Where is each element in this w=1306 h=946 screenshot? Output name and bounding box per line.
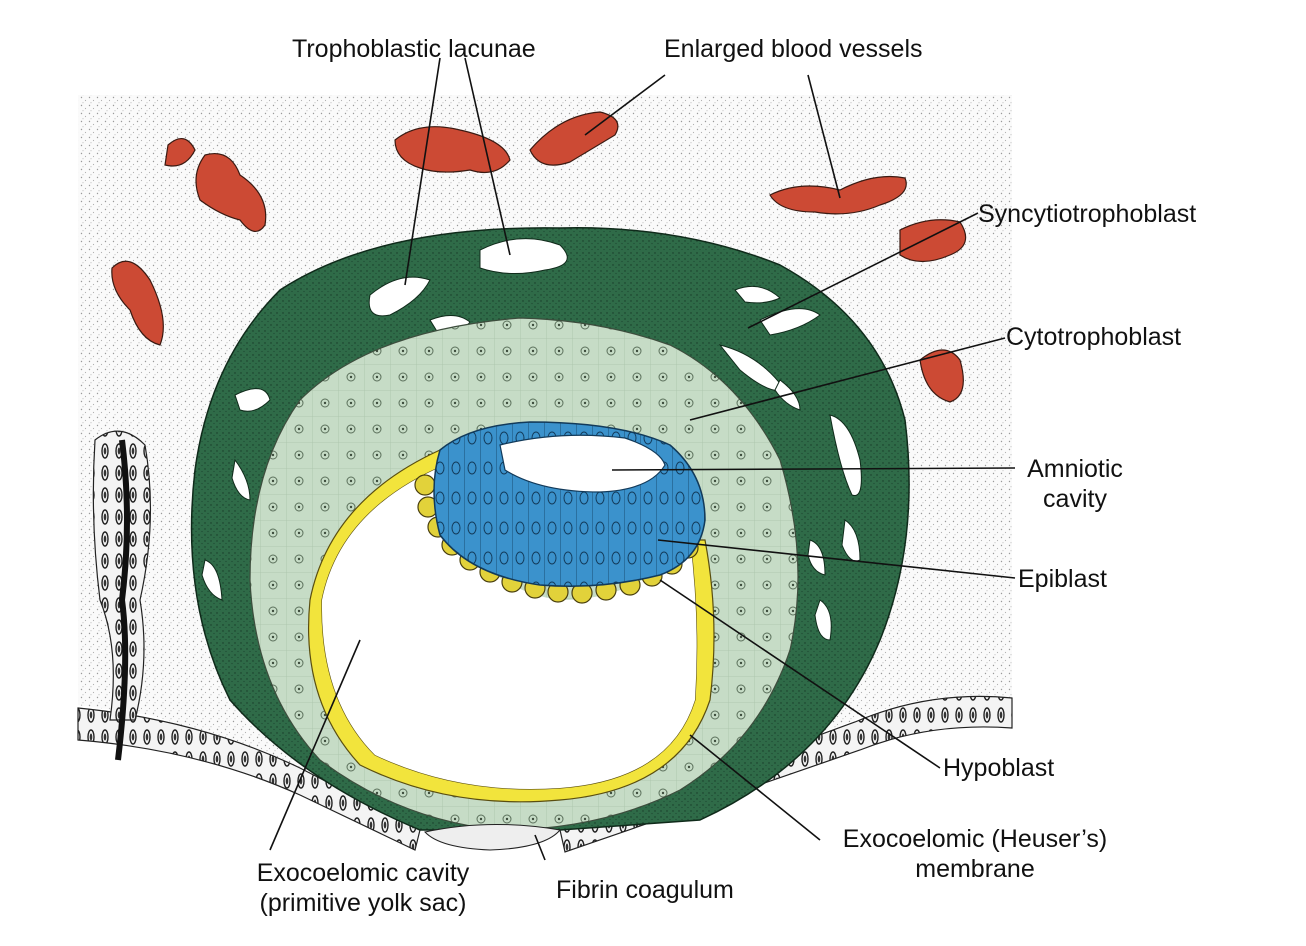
uterine-epithelium-left bbox=[77, 707, 421, 851]
label-cytotrophoblast: Cytotrophoblast bbox=[1006, 323, 1182, 351]
label-exocoelomic-membrane: Exocoelomic (Heuser’s) membrane bbox=[815, 824, 1135, 884]
leader-lines bbox=[269, 57, 1016, 861]
label-hypoblast: Hypoblast bbox=[943, 754, 1055, 782]
label-exocoelomic-membrane-line2: membrane bbox=[915, 855, 1035, 883]
gland-lumen bbox=[115, 439, 130, 761]
label-enlarged-blood-vessels: Enlarged blood vessels bbox=[664, 35, 923, 63]
label-exocoelomic-cavity-line1: Exocoelomic cavity bbox=[256, 859, 470, 887]
label-amniotic-line1: Amniotic bbox=[1027, 455, 1123, 483]
fibrin-coagulum bbox=[424, 824, 561, 851]
label-syncytiotrophoblast: Syncytiotrophoblast bbox=[978, 200, 1197, 228]
exocoelomic-cavity bbox=[321, 465, 697, 790]
label-exocoelomic-cavity-line2: (primitive yolk sac) bbox=[259, 889, 467, 917]
label-fibrin-coagulum: Fibrin coagulum bbox=[556, 876, 734, 904]
label-exocoelomic-cavity: Exocoelomic cavity (primitive yolk sac) bbox=[228, 858, 498, 918]
label-trophoblastic-lacunae: Trophoblastic lacunae bbox=[292, 35, 536, 63]
label-epiblast: Epiblast bbox=[1018, 565, 1107, 593]
label-amniotic-cavity: Amniotic cavity bbox=[1015, 454, 1135, 514]
amniotic-cavity bbox=[499, 434, 666, 493]
label-exocoelomic-membrane-line1: Exocoelomic (Heuser’s) bbox=[842, 825, 1108, 853]
label-amniotic-line2: cavity bbox=[1043, 485, 1107, 513]
